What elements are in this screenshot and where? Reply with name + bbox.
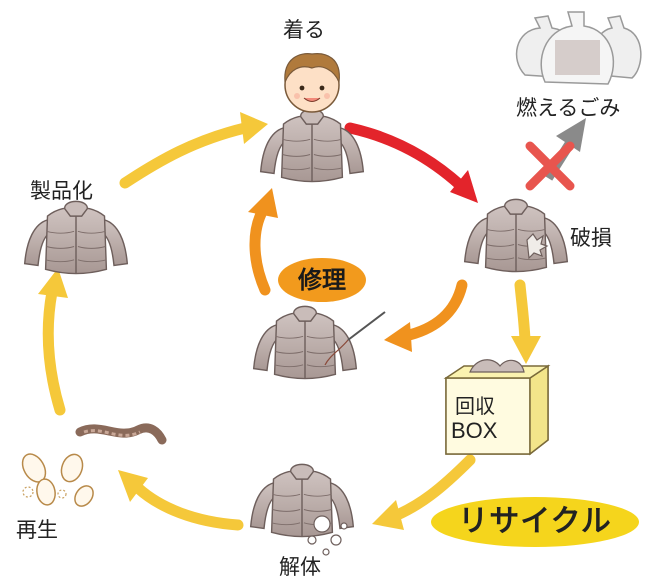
repair-arrows: [248, 188, 468, 352]
damage-arrow: [344, 122, 478, 203]
cycle-arrows: [38, 112, 541, 531]
person-in-jacket-icon: [259, 53, 365, 183]
label-combustible-waste: 燃えるごみ: [516, 96, 621, 120]
arrow-regen-to-product: [42, 286, 66, 416]
feather-icon: [21, 453, 94, 507]
label-box-collection: 回収: [455, 394, 495, 418]
label-regeneration: 再生: [16, 518, 58, 542]
label-recycle: リサイクル: [458, 504, 612, 539]
cross-mark-icon: [525, 141, 575, 191]
recycle-box-icon: [443, 359, 551, 456]
label-box-box: BOX: [451, 418, 498, 443]
label-damage: 破損: [570, 226, 612, 250]
arrow-product-to-wear: [119, 122, 251, 189]
product-jacket-icon: [23, 200, 129, 275]
sewing-needle-icon: [324, 311, 386, 366]
label-dismantle: 解体: [279, 555, 321, 579]
garbage-bags-icon: [515, 11, 642, 85]
repair-jacket-icon: [252, 305, 358, 380]
label-repair: 修理: [298, 266, 346, 294]
twisted-fiber-icon: [75, 423, 167, 445]
recycle-badge: [431, 497, 639, 547]
label-wear: 着る: [283, 18, 325, 42]
dismantled-jacket-icon: [249, 463, 355, 556]
arrow-box-to-dismantle: [389, 454, 476, 522]
arrow-dismantle-to-regen: [132, 482, 244, 531]
arrow-damage-to-box: [514, 279, 531, 346]
damaged-jacket-icon: [463, 198, 569, 273]
repair-badge: [278, 258, 366, 302]
label-productization: 製品化: [30, 179, 93, 203]
